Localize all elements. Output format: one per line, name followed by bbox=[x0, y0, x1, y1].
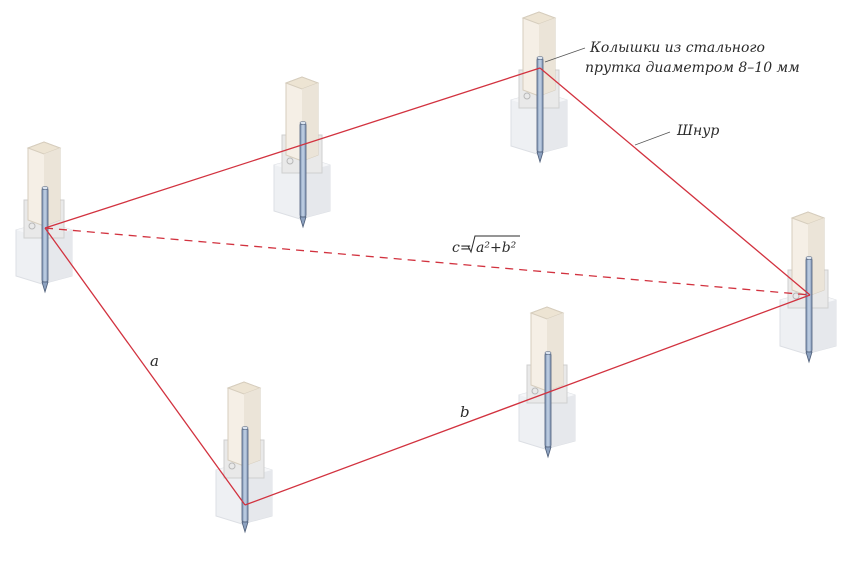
cord-label: Шнур bbox=[676, 123, 719, 139]
post-right bbox=[779, 211, 837, 363]
cord-leader-line bbox=[634, 131, 671, 146]
stakes-label-line1: Колышки из стального bbox=[589, 40, 765, 56]
diagonal-formula: c= a²+b² bbox=[452, 235, 520, 256]
cord-lines bbox=[44, 67, 811, 506]
sqrt-sign-icon bbox=[467, 235, 520, 254]
formula-c: c= bbox=[452, 240, 472, 256]
side-b-label: b bbox=[460, 403, 470, 421]
stakes-leader-line bbox=[544, 47, 586, 63]
post-bottom-middle bbox=[518, 306, 576, 458]
cord-top bbox=[44, 67, 541, 229]
post-left bbox=[15, 141, 73, 293]
formula-root: a²+b² bbox=[476, 240, 517, 256]
post-top-middle bbox=[273, 76, 331, 228]
cord-right bbox=[539, 67, 811, 296]
cord-bottom bbox=[244, 294, 811, 506]
stakes-label-line2: прутка диаметром 8–10 мм bbox=[585, 60, 800, 76]
cord-side-a bbox=[44, 227, 246, 506]
cord-diagonal-c bbox=[44, 227, 811, 296]
side-a-label: a bbox=[150, 352, 159, 370]
post-top-right bbox=[510, 11, 568, 163]
post-bottom-left bbox=[215, 381, 273, 533]
